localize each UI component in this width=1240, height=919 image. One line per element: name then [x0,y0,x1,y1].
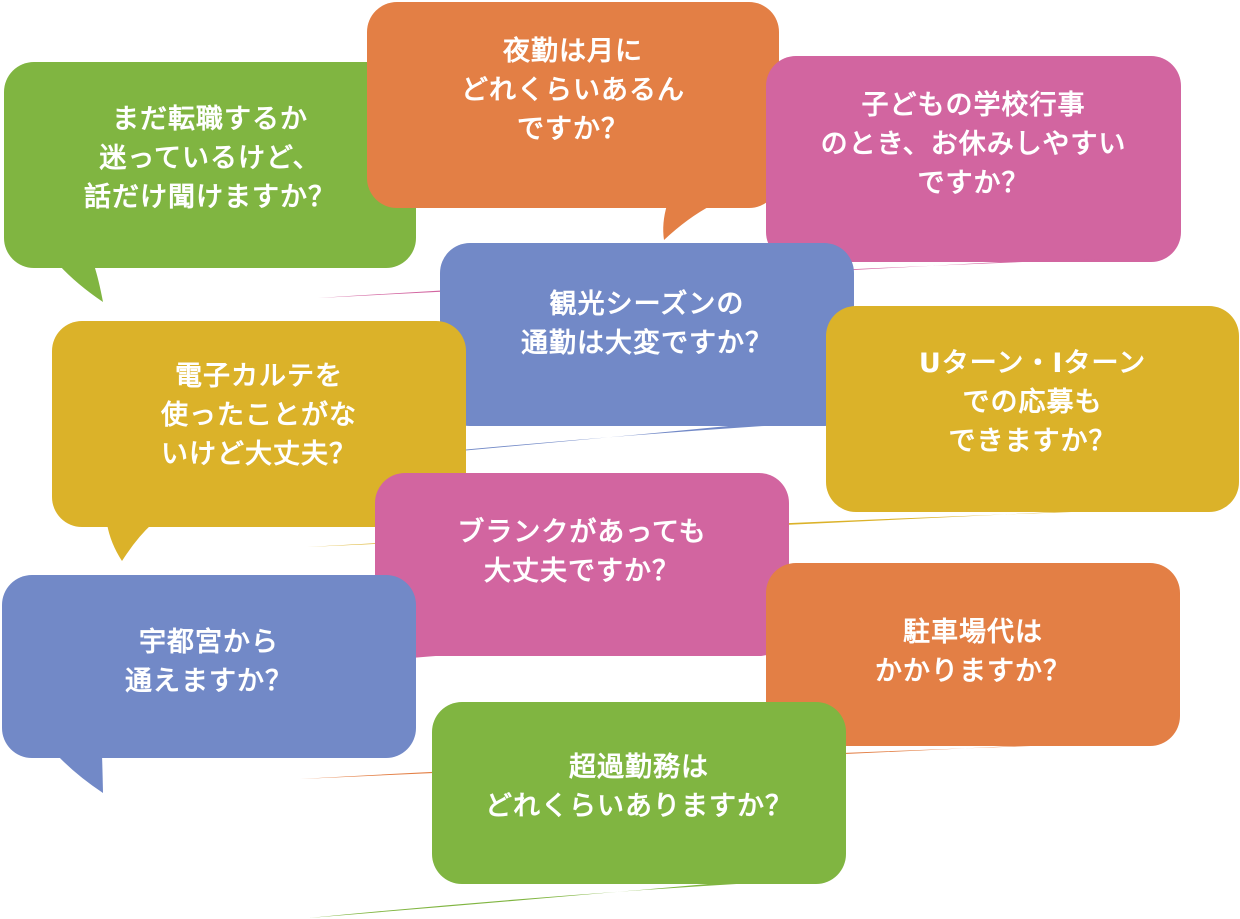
question-line: どれくらいあるん [461,75,685,106]
question-line: 宇都宮から [139,627,279,658]
speech-bubble-shape [317,243,854,464]
speech-bubble-blank-period: ブランクがあっても大丈夫ですか？ [105,473,789,690]
speech-bubble-school-events: 子どもの学校行事のとき、お休みしやすいですか？ [318,56,1181,298]
question-line: ブランクがあっても [457,517,707,548]
question-line: 子どもの学校行事 [861,90,1086,121]
bubble-body [432,702,846,884]
bubble-body [826,306,1239,512]
bubble-body [52,321,466,527]
question-line: のとき、お休みしやすい [820,129,1127,160]
bubble-body [766,56,1181,262]
question-text: ブランクがあっても大丈夫ですか？ [375,513,789,591]
question-line: 大丈夫ですか？ [484,556,680,587]
speech-bubble-shape [307,306,1239,547]
question-line: での応募も [962,387,1103,418]
question-line: 観光シーズンの [549,289,745,320]
question-line: 通勤は大変ですか？ [521,328,773,359]
bubble-tail [57,755,103,793]
question-line: 夜勤は月に [503,36,643,67]
question-line: Uターン・Iターン [918,348,1147,379]
speech-bubble-shape [318,56,1181,298]
question-line: 超過勤務は [569,752,709,783]
bubble-tail [59,265,103,302]
question-line: 使ったことがな [161,400,357,431]
question-text: 電子カルテを使ったことがないけど大丈夫？ [52,357,466,474]
question-text: まだ転職するか迷っているけど、話だけ聞けますか？ [4,100,416,217]
question-line: 電子カルテを [175,361,343,392]
question-line: かかりますか？ [875,656,1071,687]
question-text: 夜勤は月にどれくらいあるんですか？ [367,32,779,149]
bubble-body [4,62,416,268]
speech-bubble-shape [309,702,846,918]
speech-bubble-career-change: まだ転職するか迷っているけど、話だけ聞けますか？ [4,62,416,302]
question-text: 駐車場代はかかりますか？ [766,613,1180,691]
speech-bubble-shape [105,473,789,690]
speech-bubble-shape [300,563,1180,779]
speech-bubble-night-shift: 夜勤は月にどれくらいあるんですか？ [367,2,779,240]
speech-bubble-u-i-turn: Uターン・Iターンでの応募もできますか？ [307,306,1239,547]
bubble-body [2,575,416,758]
bubble-body [375,473,789,656]
speech-bubble-shape [52,321,466,561]
speech-bubble-shape [367,2,779,240]
speech-bubble-commute-utsunomiya: 宇都宮から通えますか？ [2,575,416,793]
bubble-body [440,243,854,426]
speech-bubble-tourist-season: 観光シーズンの通勤は大変ですか？ [317,243,854,464]
question-text: 超過勤務はどれくらいありますか？ [432,748,846,826]
bubble-tail [663,205,712,240]
question-line: 迷っているけど、 [99,143,321,174]
question-text: 観光シーズンの通勤は大変ですか？ [440,285,854,363]
question-line: 駐車場代は [903,617,1043,648]
question-line: できますか？ [948,426,1117,457]
question-line: ですか？ [517,114,629,145]
question-text: 宇都宮から通えますか？ [2,623,416,701]
bubble-body [367,2,779,208]
speech-bubble-overtime: 超過勤務はどれくらいありますか？ [309,702,846,918]
bubble-body [766,563,1180,746]
question-line: ですか？ [917,168,1030,199]
speech-bubble-shape [2,575,416,793]
question-line: どれくらいありますか？ [485,791,793,822]
question-line: 通えますか？ [125,666,293,697]
question-text: Uターン・Iターンでの応募もできますか？ [826,344,1239,461]
question-line: まだ転職するか [112,104,308,135]
bubble-tail [107,524,152,561]
speech-bubble-electronic-records: 電子カルテを使ったことがないけど大丈夫？ [52,321,466,561]
question-line: 話だけ聞けますか？ [84,182,336,213]
question-line: いけど大丈夫？ [161,439,357,470]
bubble-tail [309,881,787,918]
question-text: 子どもの学校行事のとき、お休みしやすいですか？ [766,86,1181,203]
speech-bubble-shape [4,62,416,302]
speech-bubble-parking-fee: 駐車場代はかかりますか？ [300,563,1180,779]
